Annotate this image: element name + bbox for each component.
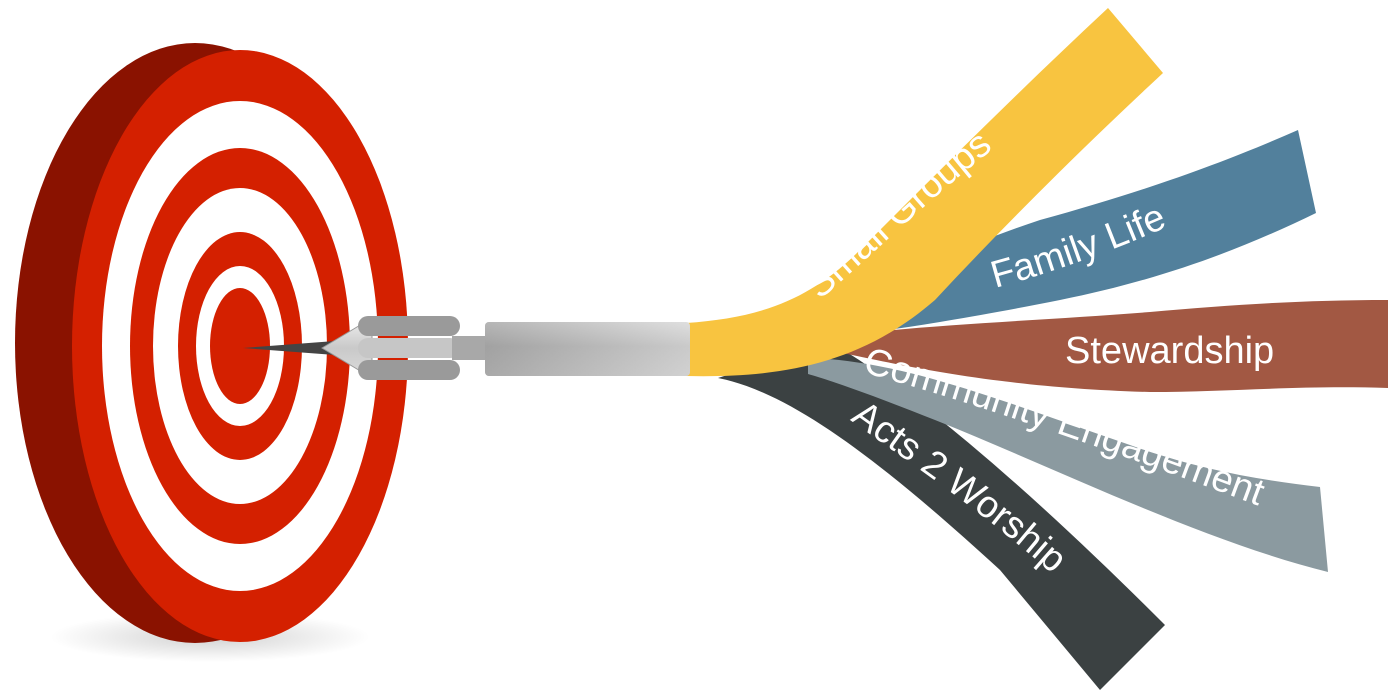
ribbon-stewardship <box>838 300 1388 392</box>
ribbon-community-engagement <box>808 358 1328 572</box>
dart-grip-top <box>358 316 460 336</box>
label-stewardship-text: Stewardship <box>1065 330 1274 372</box>
ribbon-acts-2-worship <box>718 342 1165 690</box>
target-board <box>15 43 408 643</box>
dart-shaft-shine <box>485 322 690 376</box>
dart-grip-middle <box>358 338 460 358</box>
dart <box>243 316 690 380</box>
dart-grip-bottom <box>358 360 460 380</box>
label-stewardship: Stewardship <box>1065 330 1274 372</box>
ribbons <box>686 8 1388 690</box>
ribbon-small-groups <box>686 8 1163 377</box>
dart-needle <box>243 341 335 355</box>
dart-barrel <box>452 336 488 360</box>
target-bullseye <box>210 288 270 404</box>
